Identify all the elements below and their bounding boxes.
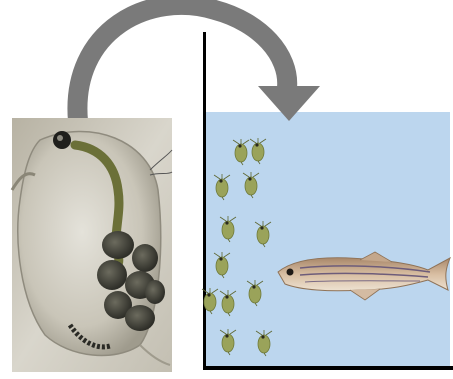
aquarium-tank: [203, 32, 453, 370]
tank-bottom-wall: [203, 366, 453, 370]
fish-eye: [287, 269, 294, 276]
curved-arrow: [77, 5, 320, 121]
daphnia-photo: [12, 118, 172, 372]
tank-left-wall: [203, 32, 206, 370]
